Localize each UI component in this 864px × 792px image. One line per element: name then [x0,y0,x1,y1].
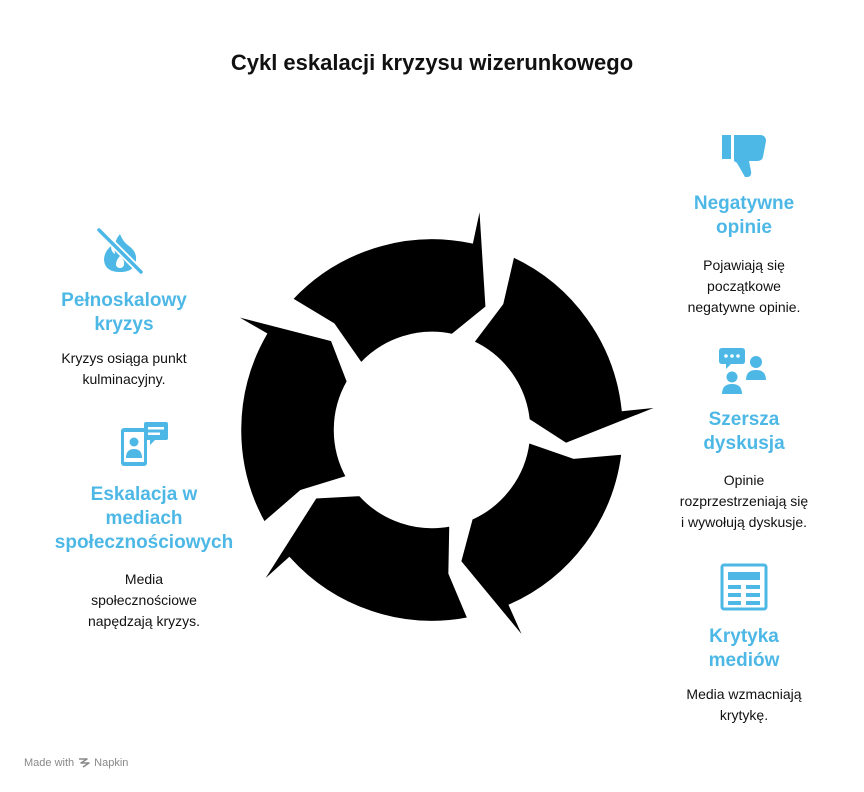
discussion-icon [719,348,766,394]
stage-description-pelnoskalowy-kryzys: Kryzys osiąga punkt kulminacyjny. [61,350,187,387]
thumbs-down-icon [722,135,766,177]
napkin-brand-label: Napkin [94,757,129,769]
stage-description-negatywne-opinie: Pojawiają się początkowe negatywne opini… [687,257,801,315]
stage-heading-negatywne-opinie: Negatywne opinie [693,193,795,238]
mobile-chat-icon [121,422,168,466]
newspaper-icon [720,563,768,611]
napkin-logo-icon [79,758,90,768]
stage-heading-eskalacja-social: Eskalacja w mediach społecznościowych [54,484,234,553]
made-with-label: Made with [24,757,75,769]
cycle-arrow-szersza-dyskusja [471,254,664,446]
page-title: Cykl eskalacji kryzysu wizerunkowego [230,50,634,75]
stage-heading-krytyka-mediow: Krytyka mediów [708,626,780,671]
cycle-arrow-negatywne-opinie [289,202,488,366]
stage-heading-pelnoskalowy-kryzys: Pełnoskalowy kryzys [61,290,187,335]
stage-description-eskalacja-social: Media społecznościowe napędzają kryzys. [87,571,201,629]
stage-heading-szersza-dyskusja: Szersza dyskusja [703,409,785,454]
cycle-arrow-krytyka-mediow [458,440,625,643]
footer: Made with Napkin [24,757,128,769]
cycle-arrow-eskalacja-social [258,493,471,624]
cycle-arrow-pelnoskalowy-kryzys [230,312,350,526]
stage-description-krytyka-mediow: Media wzmacniają krytykę. [686,686,802,723]
stage-description-szersza-dyskusja: Opinie rozprzestrzeniają się i wywołują … [679,472,809,530]
no-fire-icon [95,226,145,276]
